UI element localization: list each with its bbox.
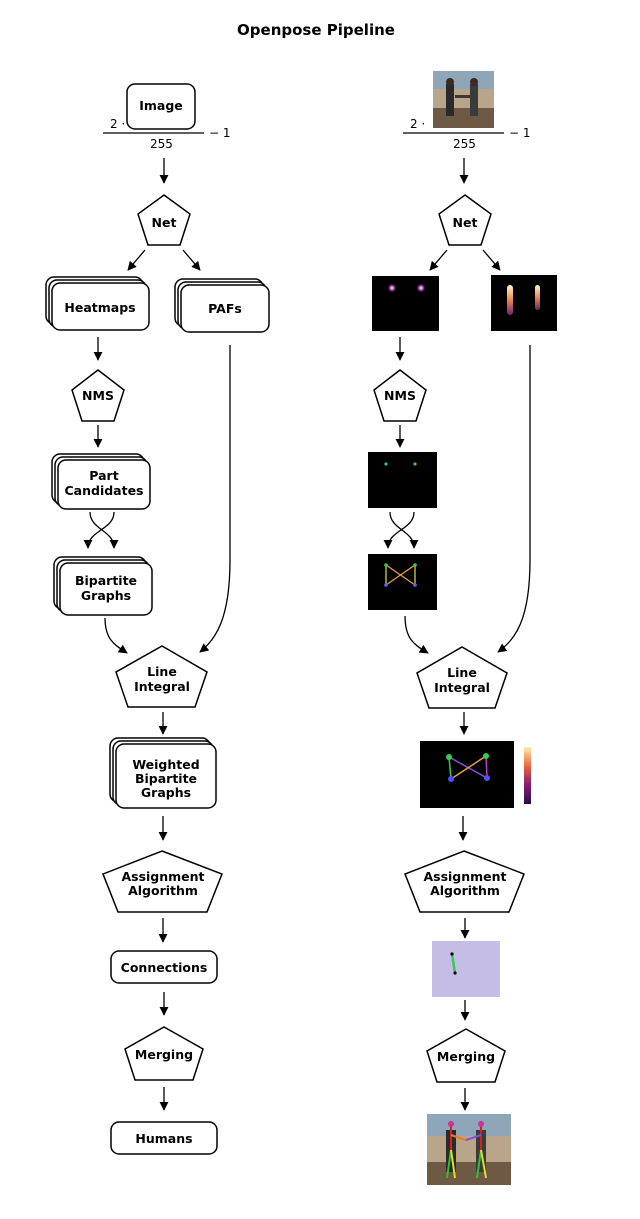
normalization-formula-right: 2 · 255 − 1 xyxy=(403,117,531,151)
net-node: Net xyxy=(137,194,191,246)
merging-right-label: Merging xyxy=(437,1049,495,1064)
bipartite-graphs-node: Bipartite Graphs xyxy=(53,556,153,616)
merging-node: Merging xyxy=(124,1026,204,1081)
formula-factor-right: 2 · xyxy=(410,117,425,131)
formula-factor: 2 · xyxy=(110,117,125,131)
line-integral-label-1: Line xyxy=(147,664,177,679)
image-node: Image xyxy=(126,83,196,130)
net-label-right: Net xyxy=(453,215,478,230)
weighted-label-2: Bipartite xyxy=(135,771,197,786)
connections-image xyxy=(432,941,500,997)
normalization-formula-left: 2 · 255 − 1 xyxy=(103,117,231,151)
nms-label-right: NMS xyxy=(384,388,416,403)
heatmap-image xyxy=(372,276,439,331)
humans-label: Humans xyxy=(135,1131,192,1146)
part-candidates-image xyxy=(368,452,437,508)
formula-minus-one: − 1 xyxy=(209,126,231,140)
bipartite-graphs-label-2: Graphs xyxy=(81,588,131,603)
weighted-label-3: Graphs xyxy=(141,785,191,800)
bipartite-graphs-label-1: Bipartite xyxy=(75,573,137,588)
part-candidates-label-1: Part xyxy=(89,468,118,483)
assignment-algorithm-node: Assignment Algorithm xyxy=(102,850,223,913)
weighted-graph-image xyxy=(420,741,531,808)
image-label: Image xyxy=(139,98,183,113)
formula-denominator-right: 255 xyxy=(453,137,476,151)
formula-minus-one-right: − 1 xyxy=(509,126,531,140)
nms-node: NMS xyxy=(71,369,125,422)
connections-label: Connections xyxy=(121,960,208,975)
line-integral-right-label-2: Integral xyxy=(434,680,490,695)
assignment-label-2: Algorithm xyxy=(128,883,198,898)
heatmaps-node: Heatmaps xyxy=(45,276,150,331)
weighted-bipartite-graphs-node: Weighted Bipartite Graphs xyxy=(109,737,217,809)
pafs-label: PAFs xyxy=(208,301,242,316)
nms-label: NMS xyxy=(82,388,114,403)
line-integral-node-right: Line Integral xyxy=(416,646,508,709)
paf-image xyxy=(491,275,557,331)
formula-denominator: 255 xyxy=(150,137,173,151)
assignment-right-label-1: Assignment xyxy=(423,869,506,884)
assignment-label-1: Assignment xyxy=(121,869,204,884)
merging-label: Merging xyxy=(135,1047,193,1062)
assignment-right-label-2: Algorithm xyxy=(430,883,500,898)
assignment-algorithm-node-right: Assignment Algorithm xyxy=(404,850,525,913)
part-candidates-node: Part Candidates xyxy=(51,453,151,510)
net-node-right: Net xyxy=(438,194,492,246)
pafs-node: PAFs xyxy=(174,278,270,333)
humans-node: Humans xyxy=(110,1121,218,1155)
heatmaps-label: Heatmaps xyxy=(64,300,135,315)
colorbar xyxy=(524,747,531,804)
net-label: Net xyxy=(152,215,177,230)
connections-node: Connections xyxy=(110,950,218,984)
weighted-label-1: Weighted xyxy=(132,757,199,772)
part-candidates-label-2: Candidates xyxy=(64,483,143,498)
diagram-title: Openpose Pipeline xyxy=(237,21,395,39)
line-integral-right-label-1: Line xyxy=(447,665,477,680)
output-photo xyxy=(427,1114,511,1185)
line-integral-label-2: Integral xyxy=(134,679,190,694)
nms-node-right: NMS xyxy=(373,369,427,422)
input-photo xyxy=(433,71,494,128)
bipartite-graph-image xyxy=(368,554,437,610)
line-integral-node: Line Integral xyxy=(115,645,208,708)
merging-node-right: Merging xyxy=(426,1028,506,1083)
